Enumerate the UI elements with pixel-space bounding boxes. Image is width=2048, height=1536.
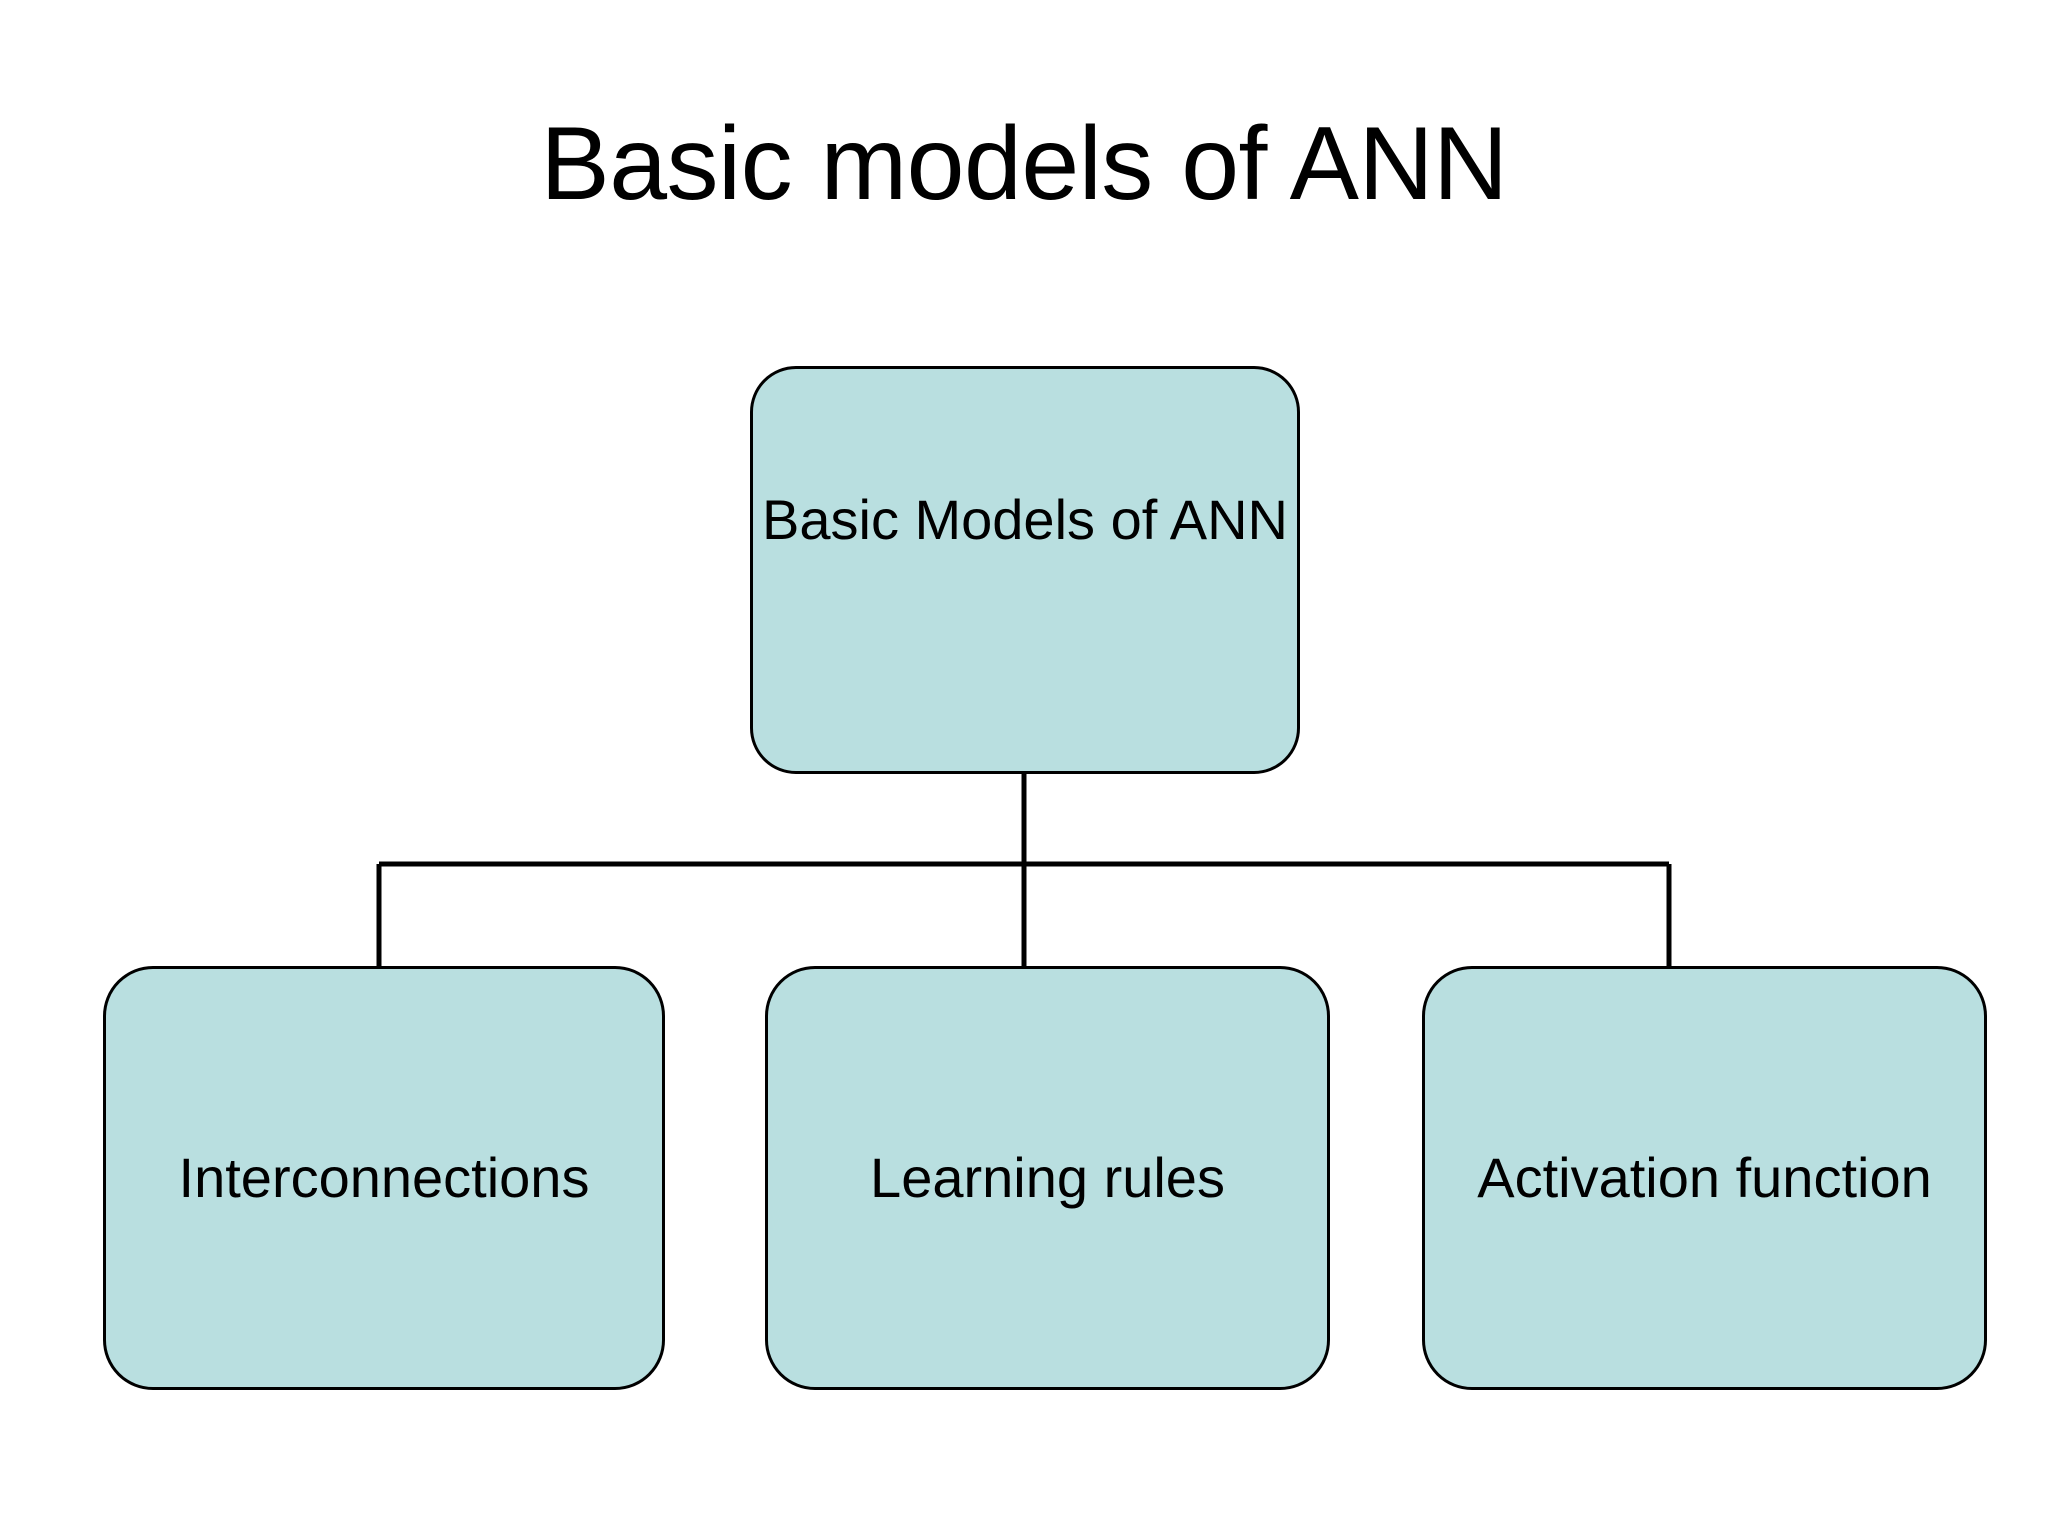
node-basic-models-of-ann[interactable]: Basic Models of ANN [750, 366, 1300, 774]
node-label-root: Basic Models of ANN [762, 488, 1288, 551]
node-activation-function[interactable]: Activation function [1422, 966, 1987, 1390]
node-label-learning-rules: Learning rules [870, 1145, 1225, 1209]
node-label-interconnections: Interconnections [178, 1145, 590, 1209]
node-label-activation-function: Activation function [1477, 1145, 1932, 1209]
node-interconnections[interactable]: Interconnections [103, 966, 665, 1390]
page-title: Basic models of ANN [540, 106, 1508, 222]
node-learning-rules[interactable]: Learning rules [765, 966, 1330, 1390]
